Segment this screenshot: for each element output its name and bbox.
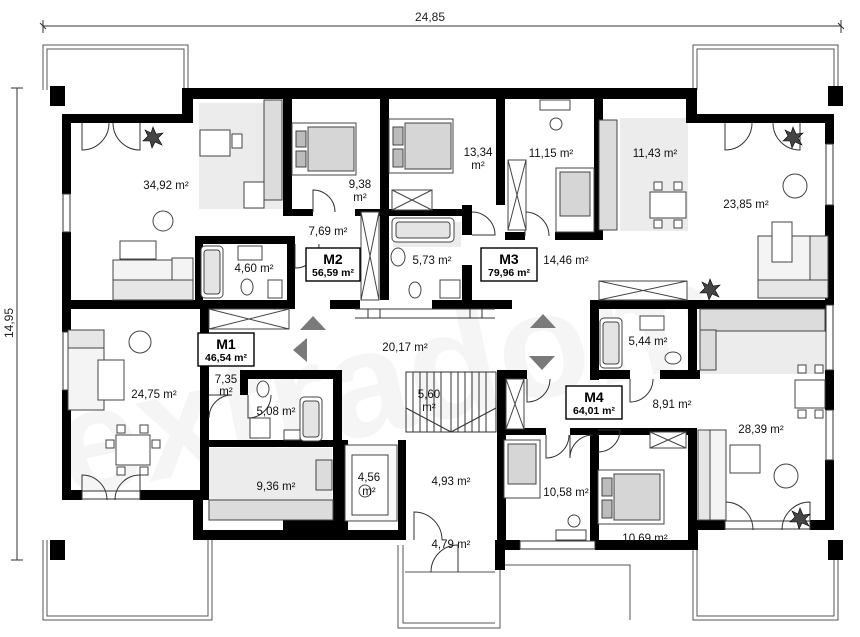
room-area-label: 9,36 m²: [257, 481, 296, 493]
room-area-label: 23,85 m²: [723, 199, 769, 211]
walls: [50, 86, 843, 570]
room-area-label: 11,15 m²: [529, 148, 574, 160]
room-area-label: 28,39 m²: [738, 424, 784, 436]
room-area-unit: m²: [471, 160, 485, 172]
apartment-tag-m1-label: M1: [216, 336, 236, 352]
room-area-label: 5,08 m²: [257, 406, 296, 418]
room-area-label: 13,34: [464, 147, 493, 159]
wardrobes: [208, 159, 688, 449]
apartment-tag-m4-area: 64,01 m²: [573, 405, 616, 417]
plant-icons: [142, 126, 811, 530]
room-area-label: 20,17 m²: [382, 342, 428, 354]
sofas: [67, 235, 829, 521]
room-area-label: 9,38: [349, 179, 371, 191]
dimension-height-label: 14,95: [2, 308, 16, 338]
room-area-unit: m²: [219, 386, 233, 398]
room-area-label: 34,92 m²: [143, 180, 189, 192]
apartment-tag-m2-label: M2: [323, 251, 343, 267]
room-area-label: 4,56: [358, 472, 380, 484]
staircase: [355, 308, 497, 433]
apartment-tag-m1-area: 46,54 m²: [205, 352, 248, 364]
room-area-label: 10,69 m²: [622, 533, 668, 545]
apartment-tag-m3-label: M3: [499, 251, 519, 267]
room-area-label: 10,58 m²: [543, 487, 589, 499]
room-area-label: 8,91 m²: [653, 399, 692, 411]
dimension-width-label: 24,85: [415, 10, 445, 24]
room-area-label: 5,73 m²: [413, 255, 452, 267]
beds: [291, 118, 665, 525]
room-area-label: 4,79 m²: [432, 539, 471, 551]
room-area-label: 4,93 m²: [432, 476, 471, 488]
room-area-labels: 34,92 m² 9,38 m² 13,34 m² 11,15 m² 11,43…: [131, 147, 784, 551]
apartment-tag-m2-area: 56,59 m²: [312, 267, 355, 279]
room-area-unit: m²: [422, 402, 436, 414]
dimension-lines: [11, 20, 845, 561]
apartment-tags: [197, 247, 623, 420]
room-area-label: 14,46 m²: [543, 255, 589, 267]
room-area-label: 5,60: [418, 389, 440, 401]
room-area-label: 7,69 m²: [309, 226, 348, 238]
room-area-unit: m²: [362, 486, 376, 498]
room-area-label: 5,44 m²: [629, 336, 668, 348]
apartment-tag-m4-label: M4: [584, 389, 604, 405]
room-area-label: 11,43 m²: [633, 148, 678, 160]
terraces: [42, 44, 839, 629]
entrance-markers: [293, 314, 556, 370]
bathroom-fixtures: [200, 217, 682, 522]
room-area-label: 24,75 m²: [131, 389, 177, 401]
apartment-tag-m3-area: 79,96 m²: [488, 267, 531, 279]
room-area-label: 7,35: [215, 374, 237, 386]
furniture: [97, 99, 826, 541]
room-area-unit: m²: [353, 192, 367, 204]
room-area-label: 4,60 m²: [235, 263, 274, 275]
